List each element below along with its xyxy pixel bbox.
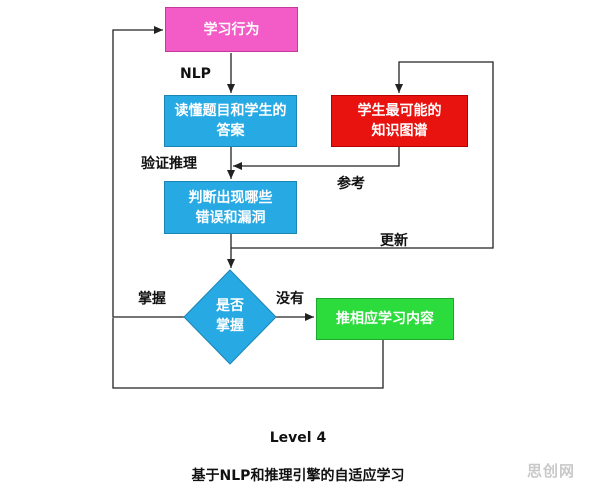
edge-label-verify: 验证推理 [141,156,197,172]
edge-push-return [112,318,384,389]
caption-level: Level 4 [269,430,327,446]
decision-label: 是否 掌握 [216,298,244,334]
decision-diamond [183,269,277,365]
edge-mastered-loop [112,26,184,318]
edge-label-nlp: NLP [180,66,211,82]
edge-label-reference: 参考 [337,176,365,192]
edge-update-loop [231,61,494,249]
watermark: 思创网 [527,462,576,480]
node-push-content: 推相应学习内容 [316,298,454,340]
edge-label-update: 更新 [380,233,408,249]
edge-graph-reference [233,147,400,170]
node-read-answers: 读懂题目和学生的 答案 [164,95,297,147]
node-learning-behavior: 学习行为 [165,7,298,52]
node-judge-errors: 判断出现哪些 错误和漏洞 [164,181,297,234]
edge-label-not-mastered: 没有 [276,291,304,307]
node-knowledge-graph: 学生最可能的 知识图谱 [331,95,468,147]
caption-title: 基于NLP和推理引擎的自适应学习 [191,468,405,484]
edge-label-mastered: 掌握 [138,291,166,307]
